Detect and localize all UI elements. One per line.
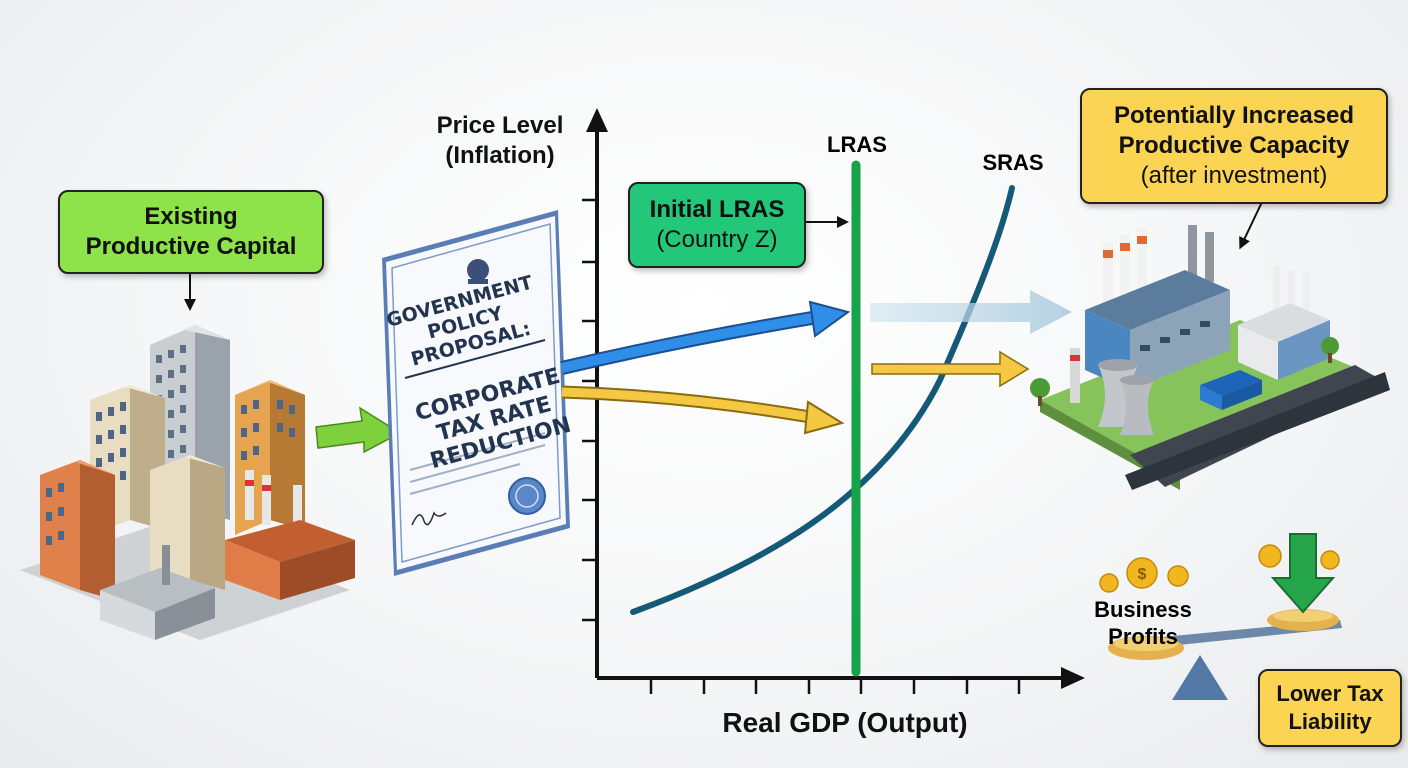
y-ticks — [582, 198, 597, 622]
signature-icon — [411, 511, 447, 526]
initial-lras-line2: (Country Z) — [656, 226, 778, 253]
tax-balance-scale-illustration — [1108, 609, 1342, 700]
middle-building — [150, 455, 225, 595]
coin-icons: $ — [1099, 544, 1340, 593]
lower-tax-line2: Liability — [1288, 709, 1372, 734]
x-axis-label: Real GDP (Output) — [722, 707, 968, 738]
side-building — [1238, 265, 1330, 380]
factory-front — [100, 470, 355, 640]
svg-text:$: $ — [1138, 566, 1147, 583]
business-profits-line1: Business — [1094, 597, 1192, 622]
potential-capacity-box: Potentially Increased Productive Capacit… — [1080, 88, 1388, 204]
business-profits-line2: Profits — [1108, 624, 1178, 649]
expanded-industrial-complex-illustration — [1030, 225, 1390, 490]
pointer-capacity — [1239, 201, 1263, 250]
green-arrow-to-policy — [315, 406, 402, 454]
potential-capacity-line3: (after investment) — [1140, 162, 1328, 189]
seal-icon — [508, 477, 546, 515]
lras-label: LRAS — [827, 132, 887, 157]
existing-capital-line1: Existing — [144, 203, 238, 230]
initial-lras-box: Initial LRAS (Country Z) — [628, 182, 806, 268]
crest-icon — [467, 259, 489, 284]
brick-building — [40, 460, 115, 600]
chart-axes — [582, 108, 1085, 694]
y-axis-label: Price Level (Inflation) — [420, 111, 580, 171]
x-ticks — [649, 678, 1021, 694]
cooling-towers — [1070, 348, 1154, 435]
existing-capital-box: Existing Productive Capital — [58, 190, 324, 274]
y-axis-label-line2: (Inflation) — [445, 142, 555, 169]
faded-arrow-to-capacity — [870, 290, 1072, 334]
y-axis-label-line1: Price Level — [436, 112, 564, 139]
sras-curve — [630, 185, 1015, 615]
potential-capacity-line2: Productive Capacity — [1118, 132, 1350, 159]
policy-document: GOVERNMENT POLICY PROPOSAL: CORPORATE TA… — [382, 210, 574, 576]
potential-capacity-line1: Potentially Increased — [1113, 102, 1355, 129]
blue-containers — [1200, 370, 1262, 410]
existing-capital-line2: Productive Capital — [85, 233, 297, 260]
initial-lras-line1: Initial LRAS — [649, 196, 785, 223]
sras-label: SRAS — [982, 150, 1043, 175]
lower-tax-box: Lower Tax Liability — [1258, 669, 1402, 747]
lower-tax-line1: Lower Tax — [1276, 681, 1384, 706]
down-arrow-icon — [1270, 533, 1336, 614]
existing-capital-buildings-illustration — [20, 325, 355, 640]
yellow-arrow-to-capacity — [871, 350, 1030, 388]
